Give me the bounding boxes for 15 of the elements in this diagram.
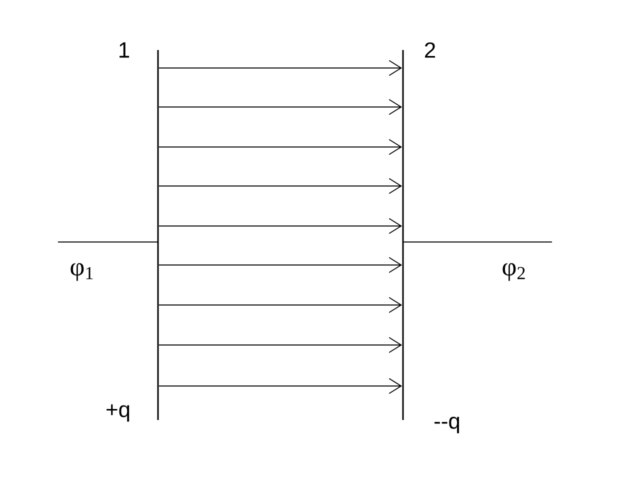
charge-label: --q xyxy=(434,416,460,434)
field-arrow xyxy=(158,139,402,155)
field-arrow xyxy=(158,218,402,234)
field-arrow xyxy=(158,60,402,76)
potential-label: φ$_{2}$ xyxy=(502,263,525,281)
charge-label: +q xyxy=(106,404,130,422)
potential-label: φ$_{1}$ xyxy=(70,263,93,281)
plate-number: 1 xyxy=(120,42,130,58)
field-arrow xyxy=(158,99,402,115)
field-arrow xyxy=(158,337,402,353)
field-arrow xyxy=(158,178,402,194)
field-arrow xyxy=(158,257,402,273)
plate-number: 2 xyxy=(425,42,436,58)
field-arrow xyxy=(158,378,402,394)
field-arrow xyxy=(158,297,402,313)
